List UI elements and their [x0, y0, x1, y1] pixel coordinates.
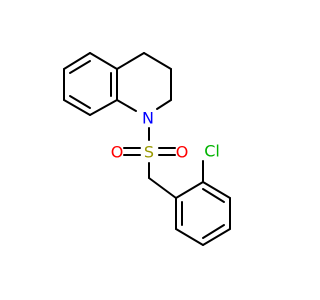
bond — [63, 52, 91, 70]
bond — [156, 99, 172, 110]
bond — [175, 228, 204, 246]
bond — [143, 52, 172, 70]
bond — [89, 99, 118, 116]
molecule-structure: N S O O Cl — [63, 52, 231, 246]
oxygen-right-label: O — [176, 143, 189, 162]
piperidine-ring — [116, 52, 172, 112]
sulfur-label: S — [144, 143, 154, 162]
bond — [116, 99, 137, 112]
chlorine-label: Cl — [204, 142, 220, 161]
sulfonyl-bonds — [123, 147, 176, 156]
double-bond-inner — [202, 188, 225, 203]
double-bond-inner — [202, 224, 225, 239]
chlorophenyl-ring — [175, 181, 231, 246]
bond — [63, 99, 91, 116]
bond — [175, 181, 204, 199]
bond — [202, 181, 231, 199]
nitrogen-label: N — [142, 109, 154, 128]
oxygen-left-label: O — [111, 143, 124, 162]
bond — [116, 52, 145, 70]
double-bond-inner — [69, 95, 91, 109]
bond — [202, 228, 231, 246]
benzo-ring — [63, 52, 118, 116]
ch2-aryl-bond — [148, 177, 177, 199]
double-bond-inner — [69, 60, 91, 74]
bond — [89, 52, 118, 70]
